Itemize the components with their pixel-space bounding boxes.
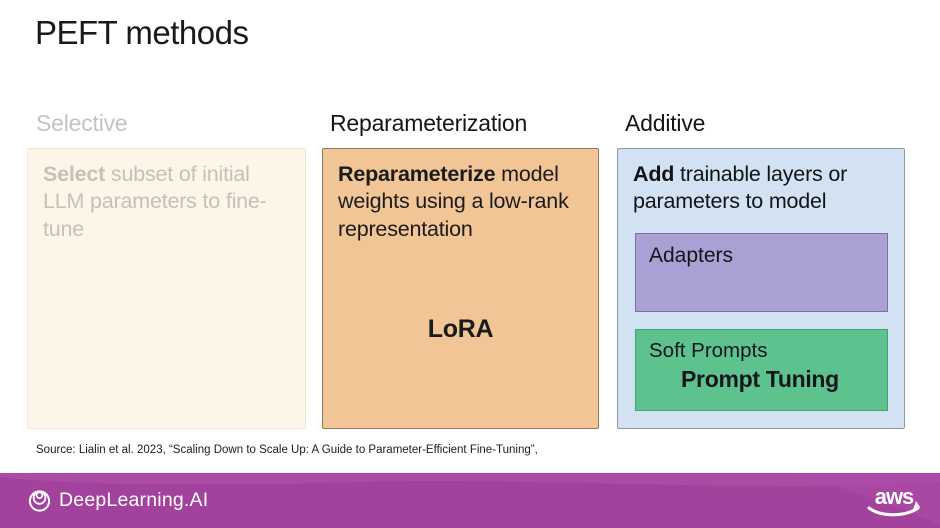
column-header-additive: Additive — [625, 110, 706, 136]
page-title: PEFT methods — [35, 14, 249, 51]
aws-wordmark: aws — [875, 484, 914, 509]
additive-description: Add trainable layers or parameters to mo… — [618, 149, 904, 216]
adapters-label: Adapters — [649, 244, 734, 267]
reparameterization-description-keyword: Reparameterize — [338, 162, 496, 186]
reparameterization-description: Reparameterize model weights using a low… — [323, 149, 598, 243]
additive-description-text: trainable layers or parameters to model — [633, 162, 848, 214]
column-header-reparameterization: Reparameterization — [330, 110, 528, 136]
aws-logo: aws — [867, 484, 920, 517]
additive-description-keyword: Add — [633, 162, 675, 186]
footer-bar: DeepLearning.AI aws — [0, 473, 940, 528]
source-citation: Source: Lialin et al. 2023, “Scaling Dow… — [36, 444, 538, 456]
selective-description-keyword: Select — [43, 162, 106, 186]
adapters-box: Adapters — [635, 233, 888, 312]
soft-prompts-box: Soft Prompts Prompt Tuning — [635, 329, 888, 411]
selective-description-text: subset of initial LLM parameters to fine… — [43, 162, 267, 241]
deeplearning-ai-icon — [28, 490, 51, 512]
deeplearning-ai-wordmark: DeepLearning.AI — [59, 489, 209, 511]
lora-label: LoRA — [427, 315, 494, 343]
soft-prompts-label: Soft Prompts — [649, 339, 768, 362]
selective-description: Select subset of initial LLM parameters … — [28, 149, 305, 243]
selective-box: Select subset of initial LLM parameters … — [27, 148, 306, 429]
column-header-selective: Selective — [36, 110, 128, 136]
additive-box: Add trainable layers or parameters to mo… — [617, 148, 905, 429]
prompt-tuning-label: Prompt Tuning — [681, 366, 839, 392]
reparameterization-box: Reparameterize model weights using a low… — [322, 148, 599, 429]
deeplearning-ai-logo: DeepLearning.AI — [27, 473, 208, 528]
reparameterization-description-text: model weights using a low-rank represent… — [338, 162, 569, 241]
